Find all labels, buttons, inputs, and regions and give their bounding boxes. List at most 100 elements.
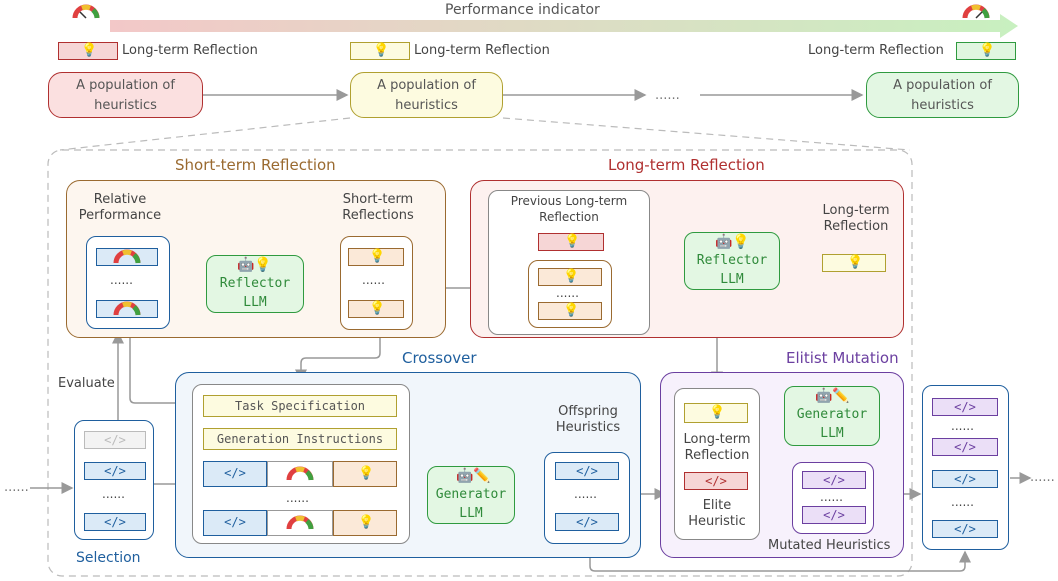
short-term-title: Short-term Reflection xyxy=(175,156,336,174)
parent-reflection: 💡 xyxy=(333,461,397,487)
population-3: A population of heuristics xyxy=(866,72,1019,118)
lightbulb-icon: 💡 xyxy=(564,234,581,249)
generator-label: Generator xyxy=(796,407,868,422)
gauge-icon xyxy=(113,249,141,264)
parent-performance xyxy=(267,461,333,487)
code-chip: </> xyxy=(932,470,998,488)
population-2: A population of heuristics xyxy=(350,72,503,118)
llm-label: LLM xyxy=(459,506,483,521)
gauge-icon xyxy=(113,301,141,316)
elite-code-chip: </> xyxy=(684,472,748,490)
lightbulb-icon: 💡 xyxy=(979,43,996,58)
code-chip: </> xyxy=(84,462,146,480)
lightbulb-icon: 💡 xyxy=(847,255,864,270)
llm-label: LLM xyxy=(820,426,844,441)
generator-label: Generator xyxy=(435,487,507,502)
code-chip-faded: </> xyxy=(84,431,146,449)
right-ellipsis: ...... xyxy=(1030,470,1055,485)
dots: ...... xyxy=(951,495,974,509)
code-chip: </> xyxy=(932,520,998,538)
lightbulb-icon: 💡 xyxy=(81,43,98,58)
performance-indicator-label: Performance indicator xyxy=(445,2,600,18)
legend-left-label: Long-term Reflection xyxy=(122,43,258,58)
dots: ...... xyxy=(951,419,974,433)
long-term-output-label: Long-term Reflection xyxy=(822,203,890,234)
reflector-label: Reflector xyxy=(219,276,291,291)
population-1: A population of heuristics xyxy=(48,72,203,118)
llm-label: LLM xyxy=(243,295,267,310)
short-reflection: 💡 xyxy=(538,302,602,320)
code-chip: </> xyxy=(802,471,866,489)
elite-heuristic-label: Elite Heuristic xyxy=(688,498,746,529)
dots: ...... xyxy=(110,273,133,287)
high-performance-gauge-icon xyxy=(962,4,990,19)
short-term-reflections-label: Short-term Reflections xyxy=(342,192,414,223)
mutated-heuristics-label: Mutated Heuristics xyxy=(768,538,891,553)
code-label: </> xyxy=(224,515,246,529)
offspring-label: Offspring Heuristics xyxy=(555,404,621,435)
ranked-heuristic xyxy=(96,300,158,318)
short-reflection: 💡 xyxy=(348,300,404,318)
previous-reflection-label: Previous Long-term Reflection xyxy=(510,194,628,224)
code-chip: </> xyxy=(802,506,866,524)
code-label: </> xyxy=(224,466,246,480)
short-reflection: 💡 xyxy=(538,268,602,286)
parent-performance xyxy=(267,510,333,536)
lightbulb-icon: 💡 xyxy=(358,466,375,481)
long-term-title: Long-term Reflection xyxy=(608,156,765,174)
lightbulb-icon: 💡 xyxy=(373,43,390,58)
parent-reflection: 💡 xyxy=(333,510,397,536)
selection-label: Selection xyxy=(76,550,141,566)
robot-pencil-icon: 🤖✏️ xyxy=(815,388,850,404)
low-performance-gauge-icon xyxy=(72,4,100,19)
gauge-icon xyxy=(286,515,314,530)
code-chip: </> xyxy=(555,462,619,480)
code-chip: </> xyxy=(932,438,998,456)
lightbulb-icon: 💡 xyxy=(563,269,580,284)
legend-green-reflection: 💡 xyxy=(956,42,1016,60)
reflector-label: Reflector xyxy=(696,253,768,268)
task-specification: Task Specification xyxy=(203,395,397,417)
previous-long-reflection: 💡 xyxy=(538,233,604,251)
dots: ...... xyxy=(362,273,385,287)
lightbulb-icon: 💡 xyxy=(563,303,580,318)
dots: ...... xyxy=(102,487,125,501)
lightbulb-icon: 💡 xyxy=(369,249,386,264)
generator-llm-mutation: 🤖✏️ Generator LLM xyxy=(784,386,880,446)
generation-instructions: Generation Instructions xyxy=(203,428,397,450)
legend-middle-label: Long-term Reflection xyxy=(414,43,550,58)
legend-yellow-reflection: 💡 xyxy=(350,42,410,60)
robot-bulb-icon: 🤖💡 xyxy=(715,234,750,250)
dots: ...... xyxy=(286,491,309,505)
long-term-reflection-input: 💡 xyxy=(684,403,748,423)
lightbulb-icon: 💡 xyxy=(709,405,726,420)
mutation-long-term-label: Long-term Reflection xyxy=(683,432,751,463)
dots: ...... xyxy=(574,487,597,501)
long-term-output: 💡 xyxy=(822,254,886,272)
dots: ...... xyxy=(820,490,843,504)
legend-right-label: Long-term Reflection xyxy=(808,43,944,58)
dots: ...... xyxy=(556,286,579,300)
relative-performance-label: Relative Performance xyxy=(78,192,162,223)
code-chip: </> xyxy=(84,513,146,531)
legend-red-reflection: 💡 xyxy=(58,42,118,60)
reflector-llm-short: 🤖💡 Reflector LLM xyxy=(206,255,304,313)
lightbulb-icon: 💡 xyxy=(369,301,386,316)
left-ellipsis: ...... xyxy=(4,480,29,495)
llm-label: LLM xyxy=(720,272,744,287)
ranked-heuristic xyxy=(96,248,158,266)
code-chip: </> xyxy=(932,398,998,416)
mutation-title: Elitist Mutation xyxy=(786,349,899,367)
code-chip: </> xyxy=(555,513,619,531)
gauge-icon xyxy=(286,466,314,481)
crossover-title: Crossover xyxy=(402,349,477,367)
population-ellipsis: ...... xyxy=(655,88,680,103)
lightbulb-icon: 💡 xyxy=(358,515,375,530)
robot-bulb-icon: 🤖💡 xyxy=(237,257,272,273)
parent-code: </> xyxy=(203,510,267,536)
performance-arrow xyxy=(110,14,1018,38)
evaluate-label: Evaluate xyxy=(58,376,115,391)
outer-frame xyxy=(47,149,913,577)
reflector-llm-long: 🤖💡 Reflector LLM xyxy=(684,232,780,290)
parent-code: </> xyxy=(203,461,267,487)
